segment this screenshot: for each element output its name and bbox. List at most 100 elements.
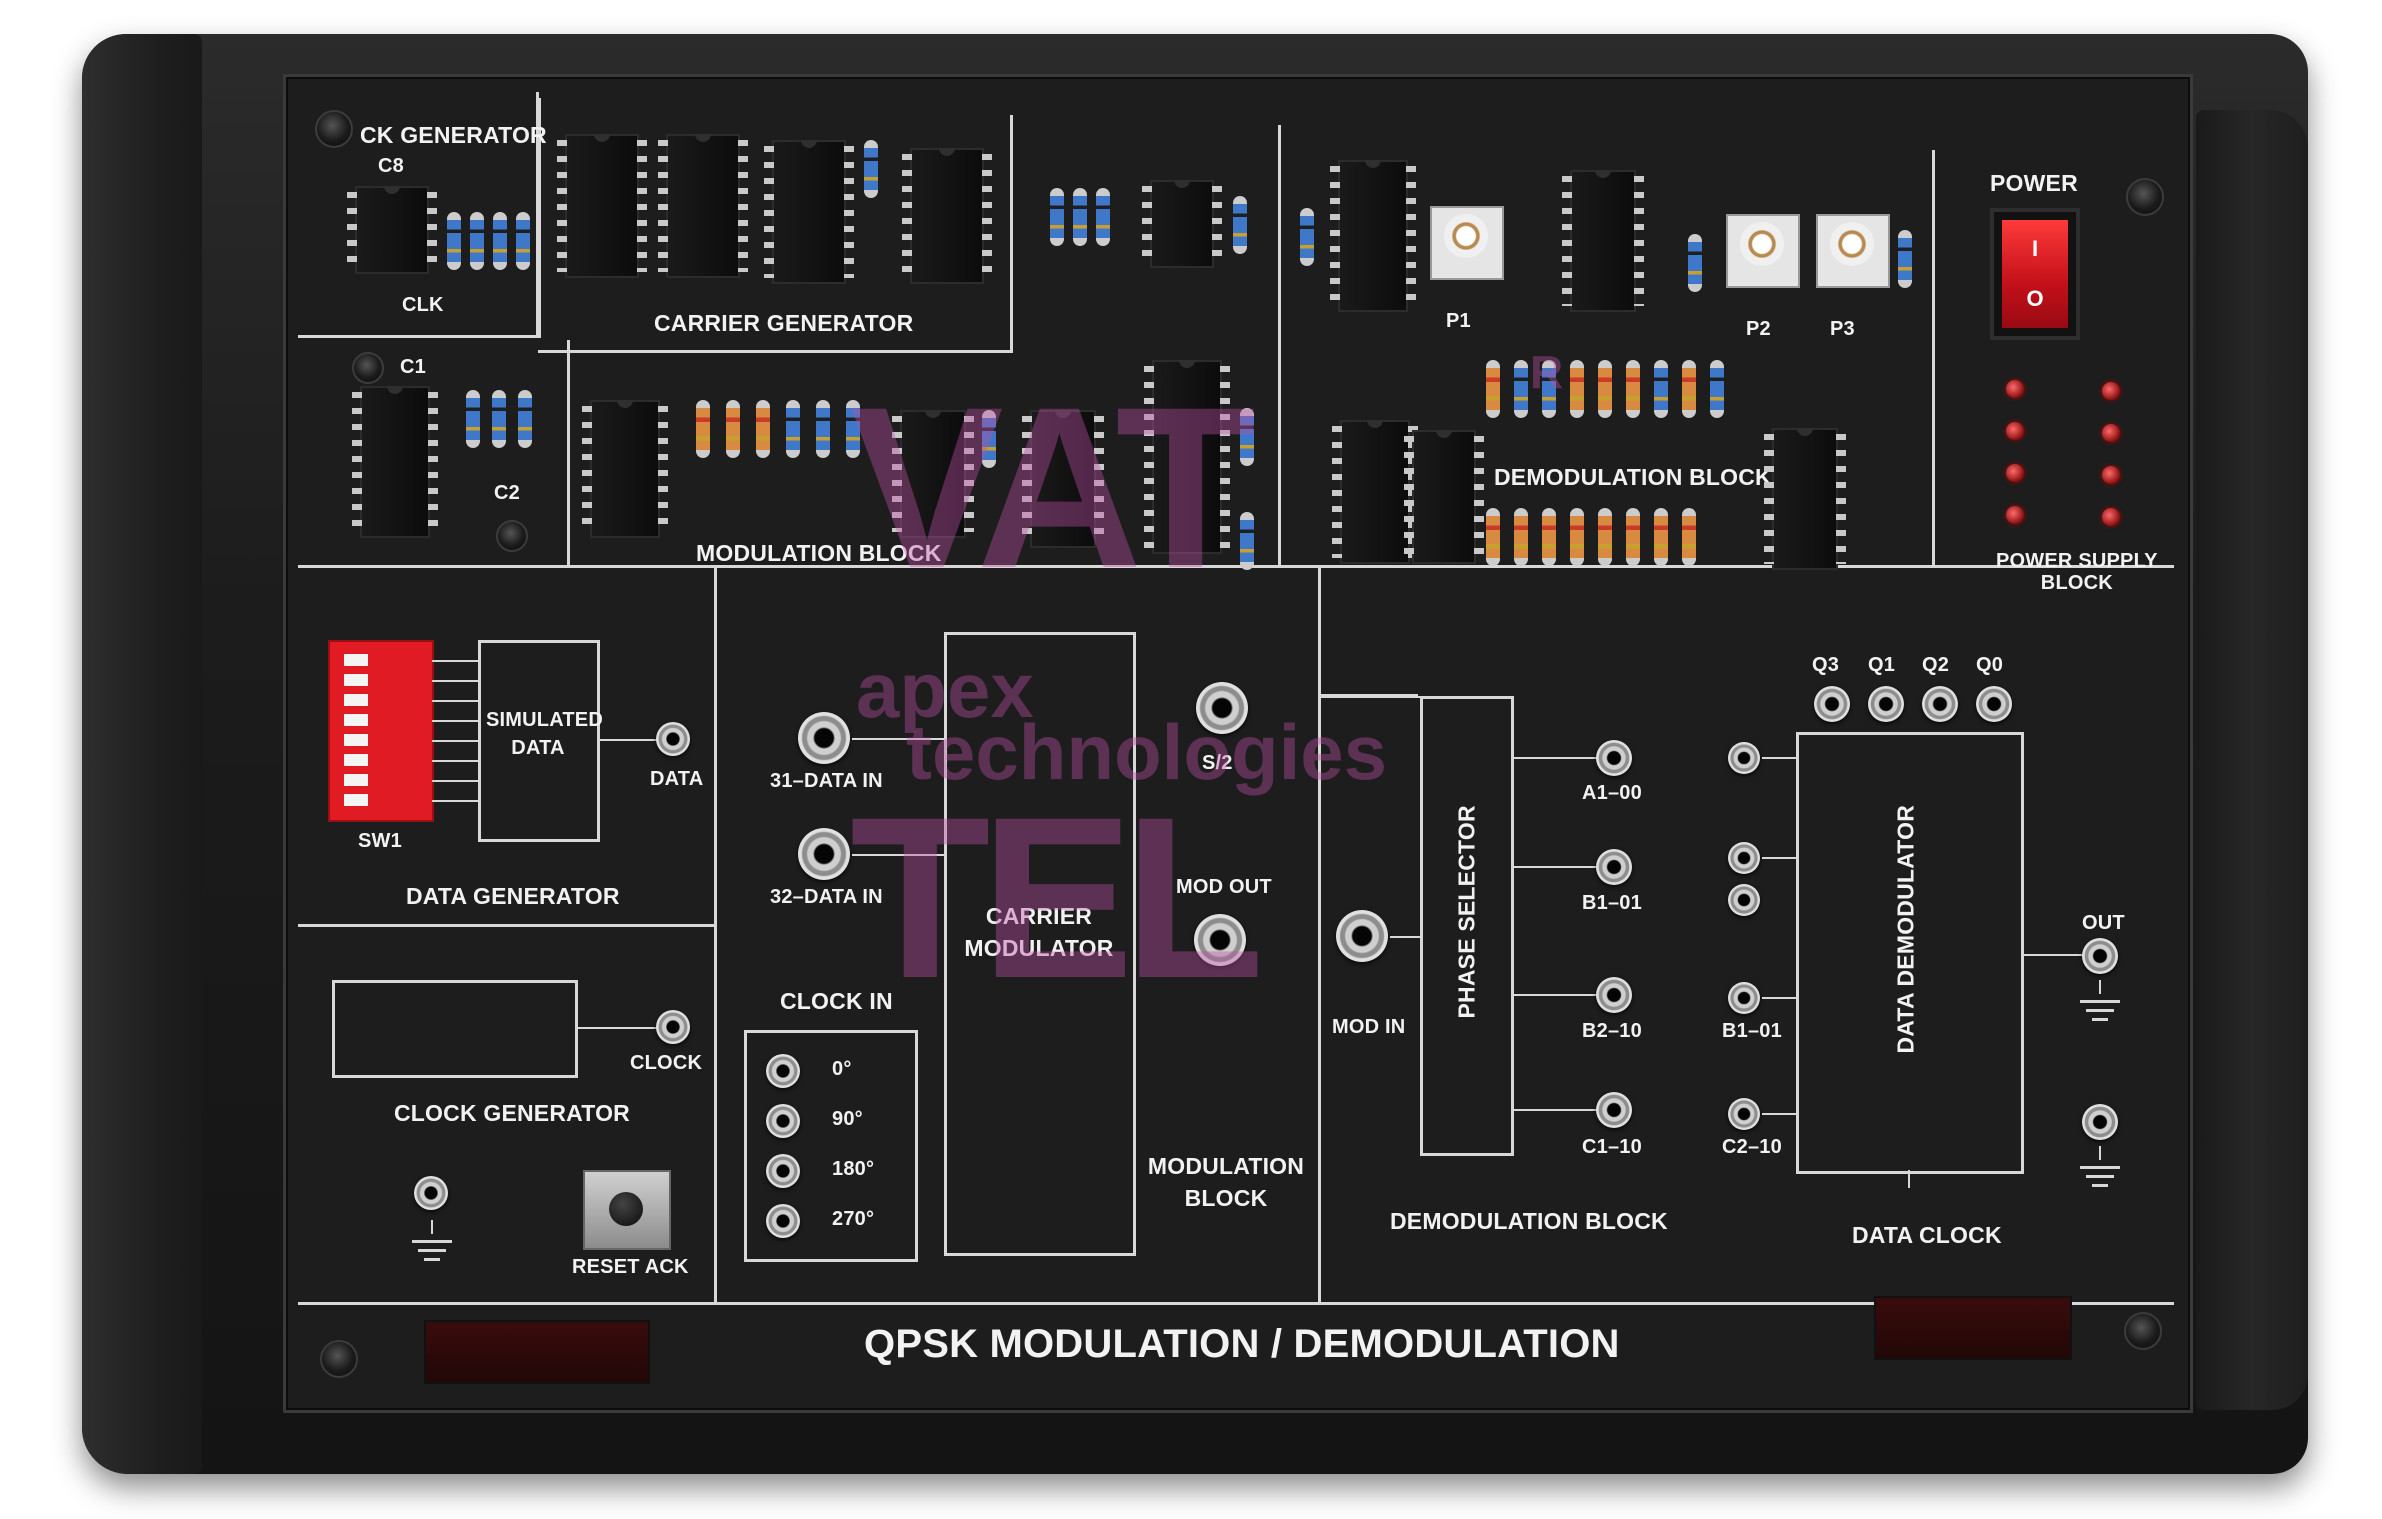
- resistor: [726, 400, 740, 458]
- dip-toggle[interactable]: [344, 714, 368, 726]
- demod-frame-line: [1318, 696, 1420, 698]
- divider-power-vertical: [1932, 150, 1935, 567]
- dip-toggle[interactable]: [344, 794, 368, 806]
- q2-jack[interactable]: [1922, 686, 1958, 722]
- potentiometer-p3[interactable]: [1816, 214, 1890, 288]
- c1-output-label: C1–10: [1582, 1136, 1642, 1158]
- c2-input-jack[interactable]: [1728, 1098, 1760, 1130]
- b2-jack[interactable]: [1596, 977, 1632, 1013]
- phase-selector-label: PHASE SELECTOR: [1453, 805, 1480, 1019]
- q1-jack[interactable]: [1868, 686, 1904, 722]
- ic-chip: [352, 386, 438, 538]
- resistor: [493, 212, 507, 270]
- power-switch[interactable]: I O: [1990, 208, 2080, 340]
- clock-generator-box: [332, 980, 578, 1078]
- dip-toggle[interactable]: [344, 694, 368, 706]
- c1-jack[interactable]: [1596, 1092, 1632, 1128]
- phase-90-jack[interactable]: [766, 1104, 800, 1138]
- resistor: [1626, 360, 1640, 418]
- cabinet-left-endcap: [82, 34, 202, 1474]
- ic-chip: [1022, 410, 1104, 548]
- input-jack[interactable]: [1728, 742, 1760, 774]
- clock-wire: [576, 1027, 658, 1029]
- a1-jack[interactable]: [1596, 740, 1632, 776]
- b1-input-jack[interactable]: [1728, 982, 1760, 1014]
- potentiometer-p2[interactable]: [1726, 214, 1800, 288]
- carrier-modulator-box: [944, 632, 1136, 1256]
- resistor: [1300, 208, 1314, 266]
- data-output-jack[interactable]: [656, 722, 690, 756]
- dip-switch-sw1[interactable]: [328, 640, 434, 822]
- dip-toggle[interactable]: [344, 754, 368, 766]
- ic-chip: [892, 410, 974, 538]
- power-off-mark: O: [2026, 286, 2044, 311]
- data-in-2-jack[interactable]: [798, 828, 850, 880]
- ground-jack[interactable]: [414, 1176, 448, 1210]
- power-led: [2006, 464, 2024, 482]
- potentiometer-p1[interactable]: [1430, 206, 1504, 280]
- out-jack[interactable]: [2082, 938, 2118, 974]
- b1-wire: [1512, 866, 1604, 868]
- q3-jack[interactable]: [1814, 686, 1850, 722]
- resistor: [516, 212, 530, 270]
- dip-toggle[interactable]: [344, 674, 368, 686]
- resistor: [1570, 508, 1584, 566]
- resistor: [1240, 512, 1254, 570]
- mod-in-jack[interactable]: [1336, 910, 1388, 962]
- resistor: [1598, 508, 1612, 566]
- carrier-modulator-label: CARRIER MODULATOR: [964, 903, 1114, 961]
- clock-output-jack[interactable]: [656, 1010, 690, 1044]
- divider-mod-demod-vertical: [1278, 125, 1281, 567]
- panel-screw: [2126, 178, 2164, 216]
- resistor: [786, 400, 800, 458]
- out-label: OUT: [2082, 912, 2125, 934]
- resistor: [1514, 360, 1528, 418]
- phase-270-jack[interactable]: [766, 1204, 800, 1238]
- dip-toggle[interactable]: [344, 774, 368, 786]
- power-rocker[interactable]: I O: [2002, 220, 2068, 328]
- ground-jack[interactable]: [2082, 1104, 2118, 1140]
- ck-generator-label: CK GENERATOR: [360, 122, 547, 148]
- ic-chip: [1332, 420, 1418, 564]
- q0-jack[interactable]: [1976, 686, 2012, 722]
- dip-toggle[interactable]: [344, 654, 368, 666]
- power-supply-block-label: POWER SUPPLY BLOCK: [1996, 550, 2158, 594]
- b1-jack[interactable]: [1596, 849, 1632, 885]
- c2-input-wire: [1762, 1113, 1796, 1115]
- phase-180-jack[interactable]: [766, 1154, 800, 1188]
- resistor: [492, 390, 506, 448]
- demodulation-block-top-label: DEMODULATION BLOCK: [1494, 464, 1772, 490]
- q2-label: Q2: [1922, 654, 1950, 676]
- divider-mod-block-left: [567, 340, 570, 568]
- c1-label: C1: [400, 356, 426, 378]
- right-display-window: [1874, 1296, 2072, 1360]
- s2-jack[interactable]: [1196, 682, 1248, 734]
- input-jack[interactable]: [1728, 884, 1760, 916]
- panel-screw: [315, 110, 353, 148]
- phase-0-jack[interactable]: [766, 1054, 800, 1088]
- data-in-1-jack[interactable]: [798, 712, 850, 764]
- mod-out-jack[interactable]: [1194, 914, 1246, 966]
- ic-chip: [1764, 428, 1846, 570]
- b2-wire: [1512, 994, 1604, 996]
- reset-ack-button[interactable]: [583, 1170, 671, 1250]
- resistor: [696, 400, 710, 458]
- bus-line: [432, 800, 478, 802]
- data-in-1-label: 31–DATA IN: [770, 770, 883, 792]
- test-hole: [352, 352, 384, 384]
- input-wire: [1762, 857, 1796, 859]
- test-hole: [496, 520, 528, 552]
- reset-ack-label: RESET ACK: [572, 1256, 689, 1278]
- simulated-data-box: [478, 640, 600, 842]
- sw1-label: SW1: [358, 830, 402, 852]
- resistor: [1233, 196, 1247, 254]
- panel-screw: [2124, 1312, 2162, 1350]
- divider-carrier-box-right: [1010, 115, 1013, 353]
- p3-label: P3: [1830, 318, 1855, 340]
- input-jack[interactable]: [1728, 842, 1760, 874]
- resistor: [470, 212, 484, 270]
- resistor: [1598, 360, 1612, 418]
- clk-label: CLK: [402, 294, 444, 316]
- dip-toggle[interactable]: [344, 734, 368, 746]
- bus-line: [432, 740, 478, 742]
